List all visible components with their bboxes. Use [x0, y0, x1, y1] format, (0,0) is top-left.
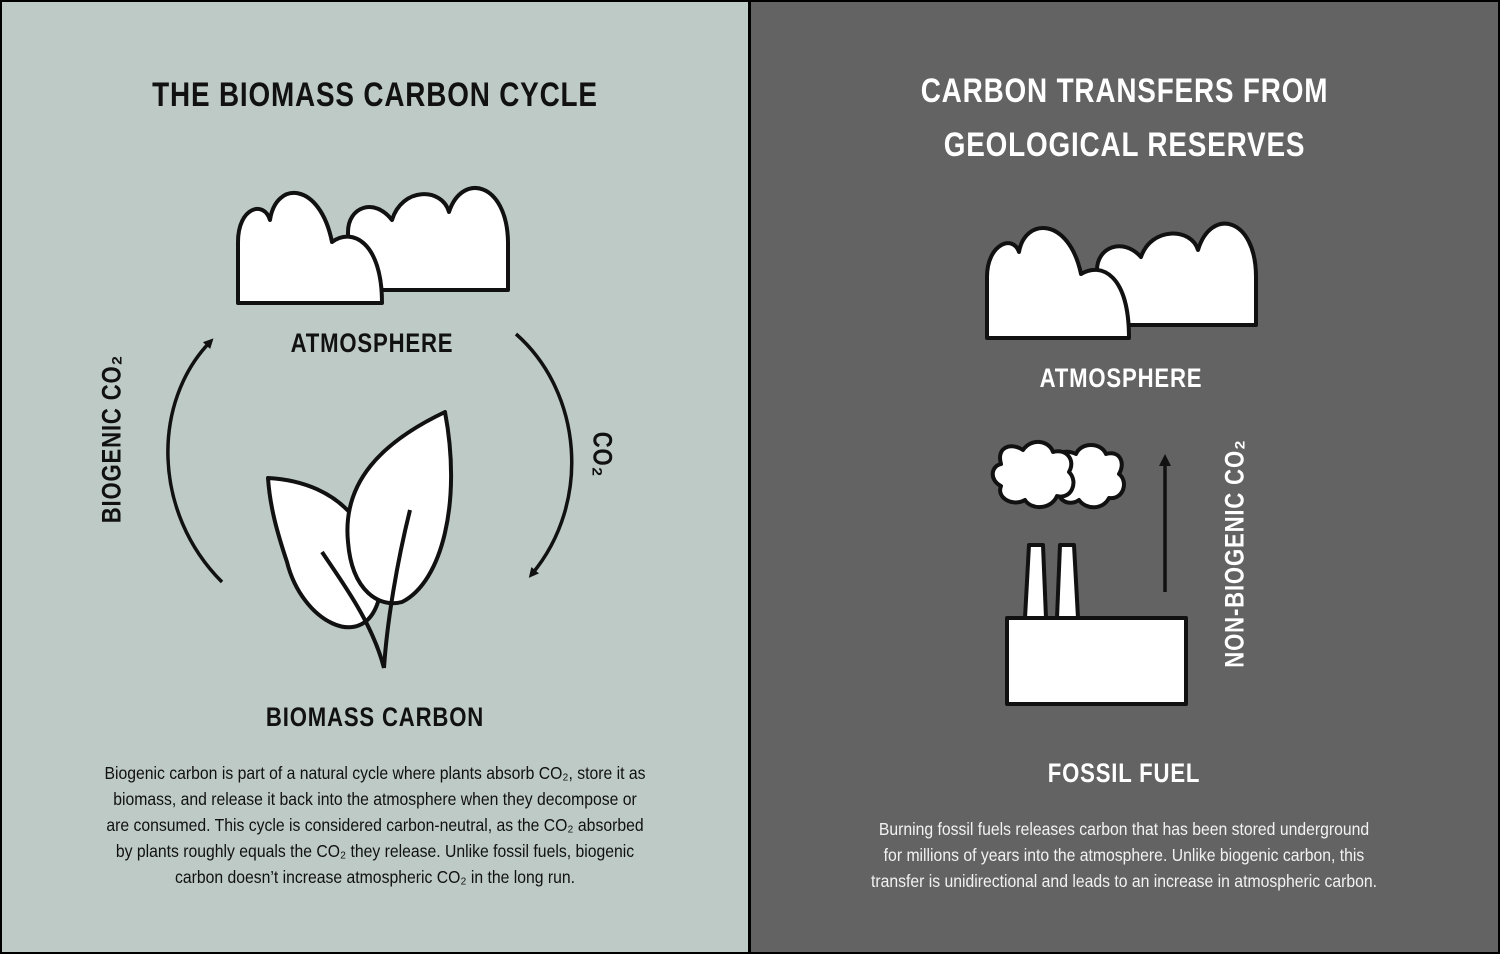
smoke-icon	[990, 440, 1126, 510]
leaves-icon	[266, 410, 454, 669]
biomass-cycle-panel: THE BIOMASS CARBON CYCLE ATMOSPHERE BIOG…	[2, 2, 748, 952]
biomass-description: Biogenic carbon is part of a natural cyc…	[104, 763, 646, 887]
panel-title-line2: GEOLOGICAL RESERVES	[943, 126, 1306, 164]
atmosphere-label: ATMOSPHERE	[290, 328, 454, 358]
non-biogenic-co2-label: NON-BIOGENIC CO₂	[1219, 439, 1250, 668]
biomass-carbon-label: BIOMASS CARBON	[265, 702, 485, 732]
biogenic-co2-label: BIOGENIC CO₂	[96, 354, 127, 524]
fossil-description: Burning fossil fuels releases carbon tha…	[870, 819, 1378, 891]
co2-label: CO₂	[587, 431, 618, 478]
cloud-icon	[236, 186, 510, 305]
factory-icon	[1005, 543, 1188, 706]
cloud-icon	[985, 221, 1258, 340]
biomass-cycle-illustration	[166, 186, 574, 669]
fossil-fuel-illustration	[985, 221, 1258, 706]
panel-title: THE BIOMASS CARBON CYCLE	[152, 76, 598, 114]
geological-transfer-panel: CARBON TRANSFERS FROM GEOLOGICAL RESERVE…	[751, 2, 1498, 952]
co2-arrow	[514, 332, 574, 578]
panel-title-line1: CARBON TRANSFERS FROM	[920, 72, 1329, 110]
biogenic-co2-arrow	[166, 338, 224, 584]
atmosphere-label: ATMOSPHERE	[1039, 363, 1203, 393]
fossil-fuel-label: FOSSIL FUEL	[1047, 758, 1201, 788]
